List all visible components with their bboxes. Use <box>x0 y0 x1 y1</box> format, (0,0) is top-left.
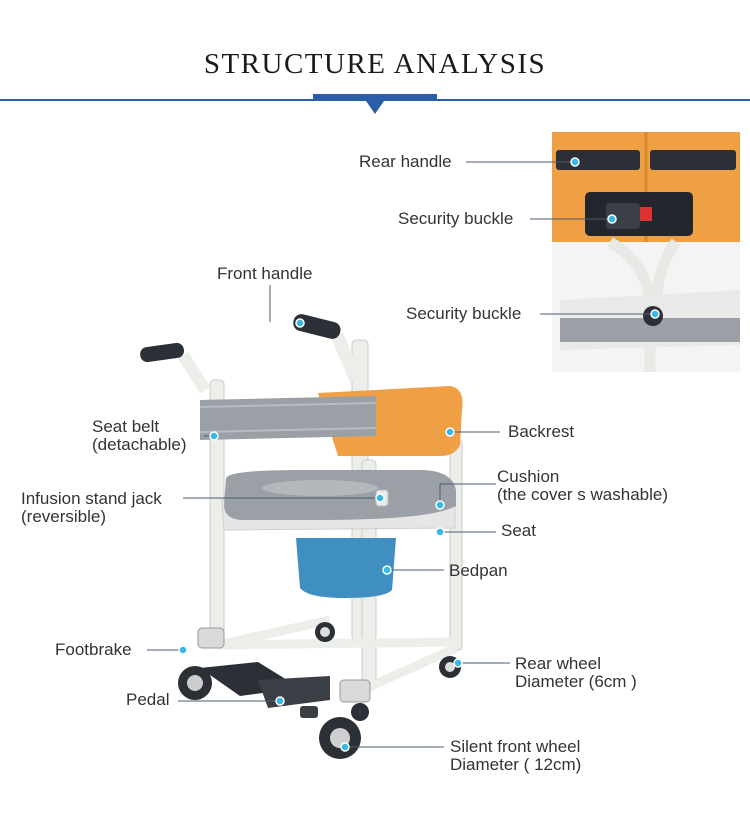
label-text: Pedal <box>126 690 170 709</box>
label-text: Rear handle <box>359 152 452 171</box>
label-rear-wheel: Rear wheel Diameter (6cm ) <box>515 655 637 691</box>
label-text: Front handle <box>217 264 313 283</box>
label-subtext: (detachable) <box>92 435 187 454</box>
label-text: Seat belt <box>92 417 160 436</box>
label-front-wheel: Silent front wheel Diameter ( 12cm) <box>450 738 581 774</box>
label-subtext: Diameter ( 12cm) <box>450 755 582 774</box>
label-backrest: Backrest <box>508 423 574 441</box>
label-cushion: Cushion (the cover s washable) <box>497 468 668 504</box>
label-rear-handle: Rear handle <box>359 153 452 171</box>
label-bedpan: Bedpan <box>449 562 508 580</box>
rear-handle-photo <box>556 150 640 170</box>
label-pedal: Pedal <box>126 691 169 709</box>
label-text: Cushion <box>497 467 560 486</box>
leader-dots <box>178 157 660 752</box>
label-text: Silent front wheel <box>450 737 581 756</box>
label-text: Security buckle <box>406 304 522 323</box>
label-footbrake: Footbrake <box>55 641 132 659</box>
label-seat-belt: Seat belt (detachable) <box>92 418 187 454</box>
page-title: STRUCTURE ANALYSIS <box>203 48 547 80</box>
label-seat: Seat <box>501 522 536 540</box>
leader-lines <box>147 161 655 748</box>
label-infusion-stand-jack: Infusion stand jack (reversible) <box>21 490 162 526</box>
label-text: Seat <box>501 521 536 540</box>
label-security-buckle-1: Security buckle <box>398 210 513 228</box>
title-rule-tab <box>313 94 437 101</box>
label-text: Backrest <box>508 422 575 441</box>
front-left-handle <box>140 342 184 363</box>
label-security-buckle-2: Security buckle <box>406 305 521 323</box>
chair <box>140 314 463 759</box>
label-text: Footbrake <box>55 640 132 659</box>
label-text: Rear wheel <box>515 654 601 673</box>
bedpan <box>296 538 396 598</box>
label-text: Bedpan <box>449 561 508 580</box>
front-handle <box>293 314 341 339</box>
label-subtext: (the cover s washable) <box>497 485 669 504</box>
label-text: Security buckle <box>398 209 514 228</box>
title-arrow-icon <box>366 101 384 114</box>
inset-photo <box>552 132 740 372</box>
label-subtext: Diameter (6cm ) <box>515 672 637 691</box>
label-front-handle: Front handle <box>217 265 312 283</box>
label-text: Infusion stand jack <box>21 489 162 508</box>
label-subtext: (reversible) <box>21 507 107 526</box>
